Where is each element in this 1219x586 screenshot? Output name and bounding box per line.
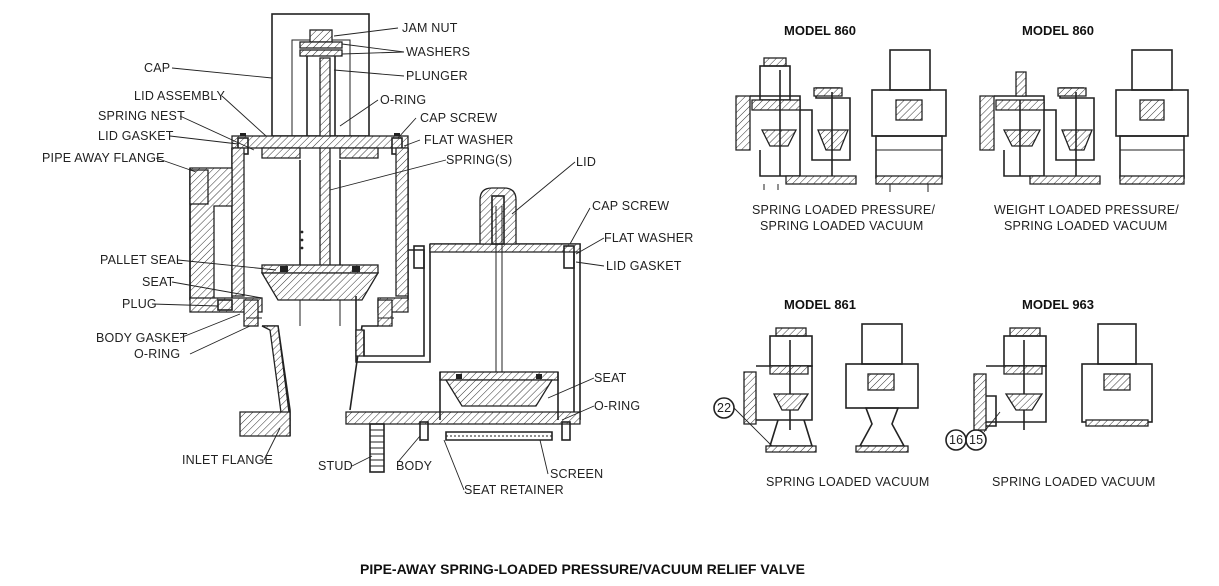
label-o-ring-right: O-RING [594, 399, 640, 413]
label-stud: STUD [318, 459, 353, 473]
model-caption-1: WEIGHT LOADED PRESSURE/ [994, 203, 1179, 217]
main-cross-section [189, 13, 581, 473]
model-caption-1: SPRING LOADED VACUUM [766, 475, 930, 489]
main-labels: JAM NUT WASHERS CAP PLUNGER LID ASSEMBLY… [42, 21, 693, 497]
label-lid-gasket-left: LID GASKET [98, 129, 174, 143]
label-o-ring-left: O-RING [134, 347, 180, 361]
leader-lines [151, 27, 605, 491]
model-860-weight: MODEL 860 WEIGHT LOADED PRESSURE/ SPRING… [979, 23, 1189, 233]
model-861: MODEL 861 22 SPRING LOADED VACUUM [713, 297, 930, 489]
model-caption-2: SPRING LOADED VACUUM [760, 219, 924, 233]
label-seat-right: SEAT [594, 371, 627, 385]
model-caption-1: SPRING LOADED VACUUM [992, 475, 1156, 489]
model-title: MODEL 860 [784, 23, 856, 38]
main-title: PIPE-AWAY SPRING-LOADED PRESSURE/VACUUM … [360, 561, 805, 577]
label-lid-assembly: LID ASSEMBLY [134, 89, 226, 103]
callout-22: 22 [717, 401, 731, 415]
label-body: BODY [396, 459, 433, 473]
label-pallet-seal: PALLET SEAL [100, 253, 183, 267]
label-lid-gasket-right: LID GASKET [606, 259, 682, 273]
label-seat-left: SEAT [142, 275, 175, 289]
model-title: MODEL 861 [784, 297, 856, 312]
label-flat-washer-left: FLAT WASHER [424, 133, 513, 147]
label-washers: WASHERS [406, 45, 470, 59]
label-springs: SPRING(S) [446, 153, 512, 167]
label-inlet-flange: INLET FLANGE [182, 453, 273, 467]
model-title: MODEL 860 [1022, 23, 1094, 38]
label-lid: LID [576, 155, 596, 169]
label-jam-nut: JAM NUT [402, 21, 458, 35]
label-screen: SCREEN [550, 467, 603, 481]
label-seat-retainer: SEAT RETAINER [464, 483, 564, 497]
label-cap-screw-left: CAP SCREW [420, 111, 497, 125]
label-o-ring-top: O-RING [380, 93, 426, 107]
model-caption-2: SPRING LOADED VACUUM [1004, 219, 1168, 233]
model-963: MODEL 963 16 15 SPRING LOADED VACUUM [945, 297, 1156, 489]
label-cap-screw-right: CAP SCREW [592, 199, 669, 213]
label-plug: PLUG [122, 297, 157, 311]
label-flat-washer-right: FLAT WASHER [604, 231, 693, 245]
callout-16: 16 [949, 433, 963, 447]
label-pipe-away-flange: PIPE AWAY FLANGE [42, 151, 165, 165]
model-860-spring: MODEL 860 SPRING LOADED PRESSURE/ SPRING… [735, 23, 947, 233]
model-caption-1: SPRING LOADED PRESSURE/ [752, 203, 935, 217]
callout-15: 15 [969, 433, 983, 447]
label-spring-nest: SPRING NEST [98, 109, 185, 123]
model-title: MODEL 963 [1022, 297, 1094, 312]
label-cap: CAP [144, 61, 170, 75]
label-body-gasket: BODY GASKET [96, 331, 188, 345]
label-plunger: PLUNGER [406, 69, 468, 83]
